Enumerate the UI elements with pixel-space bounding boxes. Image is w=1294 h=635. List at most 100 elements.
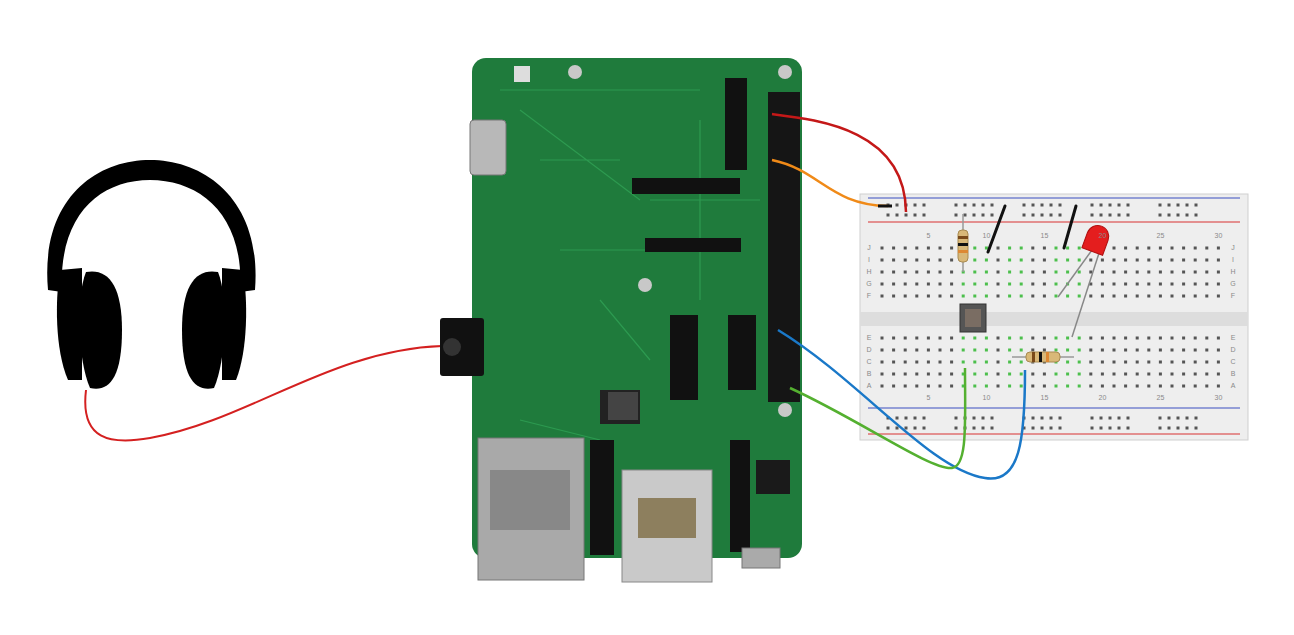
hole (982, 204, 985, 207)
hole (1066, 349, 1069, 352)
hole (1194, 283, 1197, 286)
header (590, 440, 614, 555)
hole (1177, 417, 1180, 420)
inductor (608, 392, 638, 420)
hole (881, 373, 884, 376)
hole (915, 283, 918, 286)
hole (997, 283, 1000, 286)
hole (1008, 349, 1011, 352)
headphones (47, 160, 255, 389)
hole (991, 204, 994, 207)
hole (1118, 417, 1121, 420)
hole (927, 271, 930, 274)
hole (1031, 385, 1034, 388)
center-channel (860, 312, 1248, 326)
wire-red (772, 114, 906, 212)
hole (955, 427, 958, 430)
hole (904, 373, 907, 376)
hole (973, 295, 976, 298)
hole (896, 204, 899, 207)
hole (1182, 349, 1185, 352)
row-letter: F (1231, 292, 1235, 300)
hole (1020, 271, 1023, 274)
hole (1055, 349, 1058, 352)
hole (927, 349, 930, 352)
hole (1031, 295, 1034, 298)
hole (1089, 385, 1092, 388)
hole (1159, 349, 1162, 352)
hole (1205, 283, 1208, 286)
hole (1136, 259, 1139, 262)
header (730, 440, 750, 552)
hole (973, 214, 976, 217)
hole (985, 337, 988, 340)
hole (955, 417, 958, 420)
hole (985, 271, 988, 274)
hole (1195, 204, 1198, 207)
hole (939, 337, 942, 340)
hole (962, 337, 965, 340)
chip (756, 460, 790, 494)
hole (1020, 283, 1023, 286)
hole (1109, 204, 1112, 207)
hole (991, 417, 994, 420)
hole (1078, 385, 1081, 388)
hole (1032, 427, 1035, 430)
hole (1194, 385, 1197, 388)
pushbutton-cap (965, 309, 981, 327)
hole (881, 349, 884, 352)
hole (1159, 271, 1162, 274)
hole (1168, 204, 1171, 207)
hole (1194, 361, 1197, 364)
hole (905, 427, 908, 430)
hole (1008, 271, 1011, 274)
hole (1124, 385, 1127, 388)
hole (1055, 373, 1058, 376)
hole (1171, 349, 1174, 352)
hole (1020, 349, 1023, 352)
hole (1059, 204, 1062, 207)
hole (1124, 271, 1127, 274)
hole (1182, 361, 1185, 364)
hole (950, 259, 953, 262)
row-letter: E (867, 334, 872, 342)
hole (1171, 385, 1174, 388)
hole (1101, 295, 1104, 298)
hole (1113, 385, 1116, 388)
hole (1147, 385, 1150, 388)
hole (962, 283, 965, 286)
gpio-header (768, 92, 800, 402)
hole (1182, 283, 1185, 286)
hole (881, 337, 884, 340)
hole (1032, 417, 1035, 420)
components (958, 206, 1112, 362)
ear-cup-outer (222, 268, 246, 380)
hole (1032, 204, 1035, 207)
hole (1078, 295, 1081, 298)
wire-green (790, 368, 965, 468)
hole (1205, 247, 1208, 250)
hole (950, 361, 953, 364)
hole (1159, 259, 1162, 262)
wire-blue (778, 330, 1025, 479)
hole (915, 271, 918, 274)
row-letter: B (1231, 370, 1236, 378)
hole (915, 259, 918, 262)
hole (1194, 349, 1197, 352)
hole (1124, 373, 1127, 376)
hole (1147, 373, 1150, 376)
hole (904, 349, 907, 352)
hole (1217, 361, 1220, 364)
hole (950, 283, 953, 286)
hole (1147, 259, 1150, 262)
rail-line (868, 221, 1240, 222)
hole (881, 259, 884, 262)
hole (1147, 247, 1150, 250)
hole (904, 259, 907, 262)
hole (962, 361, 965, 364)
hole (962, 295, 965, 298)
hole (1101, 385, 1104, 388)
rail-line (868, 407, 1240, 408)
row-letter: G (866, 280, 871, 288)
hole (1217, 259, 1220, 262)
